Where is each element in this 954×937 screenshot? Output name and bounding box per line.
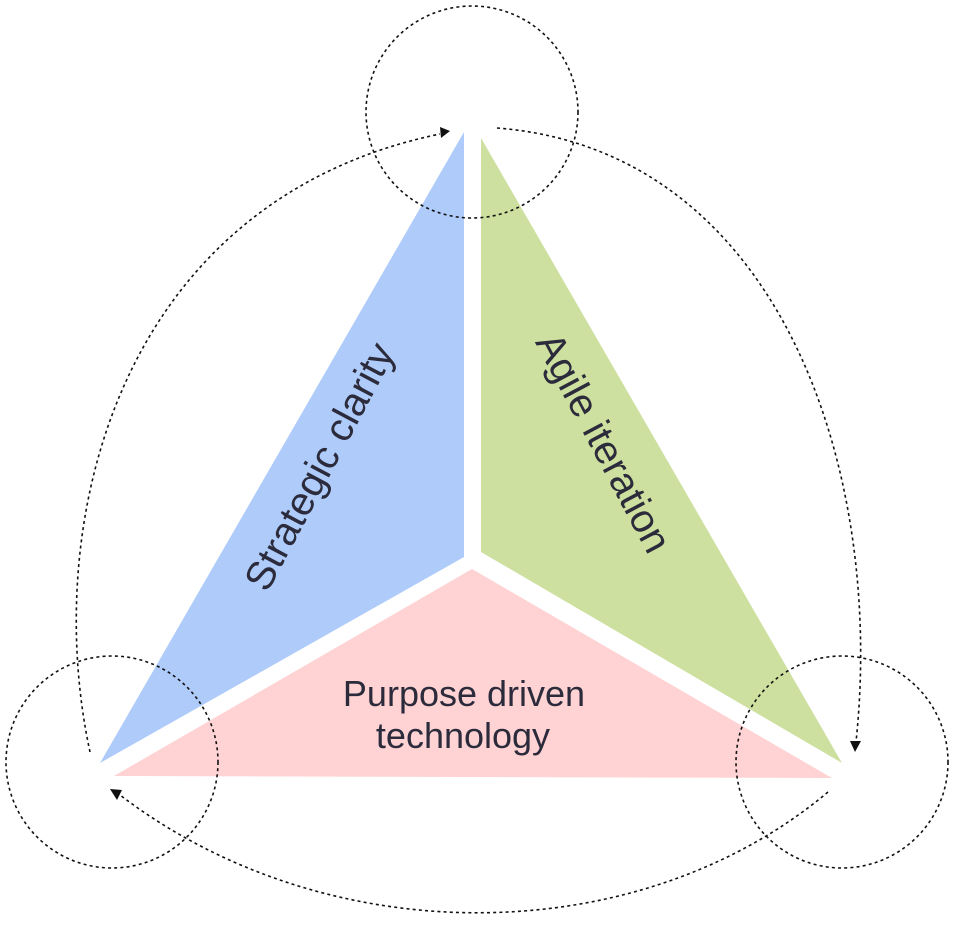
- strategic-clarity-segment: [100, 132, 464, 763]
- purpose-driven-label: Purpose driven: [343, 673, 585, 714]
- bottom-right-vertex-circle: [735, 655, 949, 869]
- arrowhead-right: [850, 741, 861, 752]
- bottom-left-vertex-circle: [5, 655, 219, 869]
- agile-iteration-segment: [481, 138, 842, 763]
- cycle-arrow-right-to-left: [119, 791, 829, 914]
- purpose-driven-technology-segment: [114, 569, 832, 778]
- arrowhead-bottom-left: [110, 789, 122, 800]
- arrowhead-top: [440, 127, 450, 138]
- cycle-arrow-left-to-top: [75, 133, 441, 753]
- technology-label: technology: [376, 715, 550, 756]
- top-vertex-circle: [365, 5, 579, 219]
